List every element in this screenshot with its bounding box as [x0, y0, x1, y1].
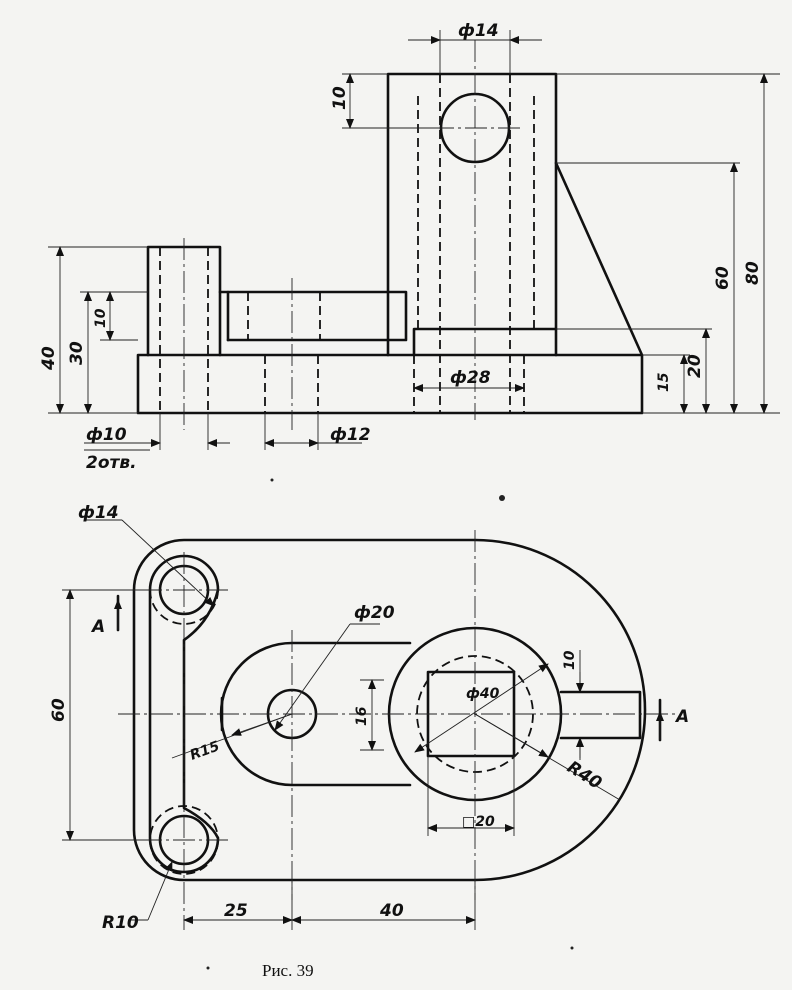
top-section-marks [114, 594, 664, 742]
front-dimensions [48, 30, 780, 450]
top-dimensions [62, 519, 621, 930]
front-dim-20: 20 [685, 354, 705, 378]
figure-caption: Рис. 39 [262, 961, 314, 980]
top-dim-sq20: □20 [462, 814, 495, 830]
top-dim-60: 60 [49, 698, 69, 722]
front-dim-phi28: ф28 [450, 368, 491, 388]
top-dim-R40: R40 [563, 757, 605, 794]
top-dim-40: 40 [379, 901, 404, 921]
top-dim-phi40: ф40 [466, 686, 500, 702]
top-dim-16: 16 [354, 706, 370, 726]
speck [499, 495, 505, 501]
front-dim-80: 80 [743, 261, 763, 285]
top-dim-R15: R15 [188, 738, 222, 763]
top-section-A-left: A [90, 617, 105, 637]
top-section-A-right: A [674, 707, 689, 727]
front-view: ф14 10 60 80 20 15 ф28 40 30 10 ф10 2отв… [39, 21, 780, 473]
front-dim-30: 30 [67, 341, 87, 365]
front-dim-2otv: 2отв. [86, 453, 137, 473]
front-dim-60: 60 [713, 266, 733, 290]
top-dim-phi14: ф14 [78, 503, 119, 523]
front-dim-10-top: 10 [330, 86, 350, 110]
top-view: ф14 A A 60 ф20 R15 16 ф40 10 R40 □20 R10… [49, 503, 689, 933]
front-dim-phi10: ф10 [86, 425, 127, 445]
front-base-plate [136, 353, 644, 415]
speck [570, 946, 574, 950]
speck [270, 478, 274, 482]
front-hidden-lines [159, 74, 535, 413]
front-dim-40: 40 [39, 346, 59, 371]
front-dim-10-left: 10 [93, 308, 109, 328]
front-column [386, 72, 558, 357]
speck [206, 966, 210, 970]
top-dim-phi20: ф20 [354, 603, 395, 623]
top-dim-10: 10 [562, 650, 578, 670]
top-outer-contour [132, 538, 647, 882]
top-rib [559, 690, 642, 740]
top-dim-R10: R10 [102, 913, 139, 933]
front-dim-phi14: ф14 [458, 21, 499, 41]
top-dim-25: 25 [224, 901, 248, 921]
front-column-collar [412, 327, 558, 357]
front-dim-15: 15 [656, 372, 672, 392]
front-dim-phi12: ф12 [330, 425, 371, 445]
front-center-lines [183, 40, 520, 430]
front-gusset [554, 161, 644, 357]
